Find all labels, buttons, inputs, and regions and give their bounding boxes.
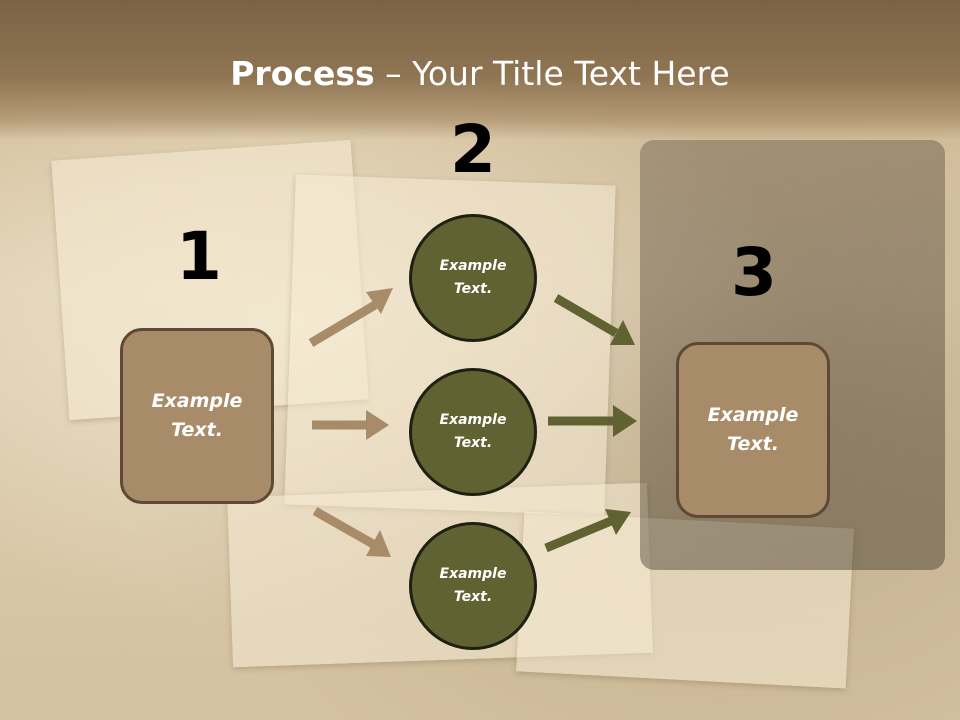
step-number-3: 3 — [731, 234, 777, 311]
arrow-2-top-to-3 — [553, 294, 635, 345]
step-1-label: Example Text. — [151, 390, 243, 441]
step-1-box[interactable]: Example Text. — [120, 328, 274, 504]
step-2-label-top: Example Text. — [439, 258, 507, 297]
arrow-1-to-2-bottom — [312, 507, 391, 557]
arrow-1-to-2-middle — [312, 410, 389, 440]
step-2-circle-bottom[interactable]: Example Text. — [409, 522, 537, 650]
title-banner — [0, 0, 960, 140]
step-3-label: Example Text. — [707, 404, 799, 455]
step-number-2: 2 — [450, 111, 496, 188]
arrow-2-middle-to-3 — [548, 405, 637, 437]
arrow-2-bottom-to-3 — [544, 509, 631, 553]
step-number-1: 1 — [176, 218, 222, 295]
slide-title[interactable]: Process – Your Title Text Here — [0, 52, 960, 96]
title-bold: Process — [230, 54, 375, 93]
title-rest: – Your Title Text Here — [374, 54, 730, 93]
step-2-circle-top[interactable]: Example Text. — [409, 214, 537, 342]
step-2-circle-middle[interactable]: Example Text. — [409, 368, 537, 496]
arrow-1-to-2-top — [308, 288, 393, 347]
step-2-label-bottom: Example Text. — [439, 566, 507, 605]
step-3-box[interactable]: Example Text. — [676, 342, 830, 518]
step-2-label-middle: Example Text. — [439, 412, 507, 451]
